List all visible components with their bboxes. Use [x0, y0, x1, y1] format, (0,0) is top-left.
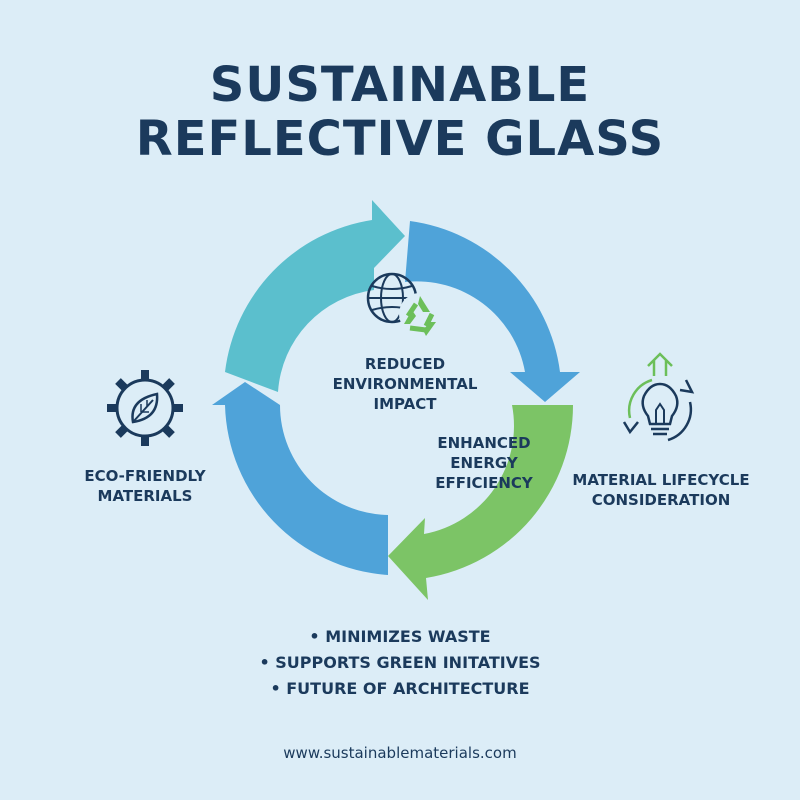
title-line-2: REFLECTIVE GLASS [135, 111, 665, 167]
lightbulb-cycle-icon [622, 352, 695, 442]
label-energy-efficiency: ENHANCED ENERGY EFFICIENCY [435, 434, 533, 492]
recycle-icon [399, 293, 441, 336]
cycle-arrow-teal [225, 200, 405, 392]
cycle-arrow-green [388, 405, 574, 600]
label-material-lifecycle: MATERIAL LIFECYCLE CONSIDERATION [572, 471, 750, 509]
list-item: FUTURE OF ARCHITECTURE [0, 676, 800, 702]
label-eco-friendly-materials: ECO-FRIENDLY MATERIALS [84, 467, 206, 505]
globe-recycle-icon [366, 272, 441, 336]
benefits-list: MINIMIZES WASTE SUPPORTS GREEN INITATIVE… [0, 624, 800, 702]
page-title: SUSTAINABLE REFLECTIVE GLASS [0, 58, 800, 166]
cycle-arrow-blue-left [212, 382, 388, 575]
list-item: MINIMIZES WASTE [0, 624, 800, 650]
cycle-arrow-blue-right [405, 221, 580, 402]
footer-url: www.sustainablematerials.com [283, 744, 517, 762]
center-label-reduced-impact: REDUCED ENVIRONMENTAL IMPACT [332, 355, 478, 413]
title-line-1: SUSTAINABLE [209, 57, 591, 113]
gear-leaf-icon [107, 370, 183, 446]
list-item: SUPPORTS GREEN INITATIVES [0, 650, 800, 676]
